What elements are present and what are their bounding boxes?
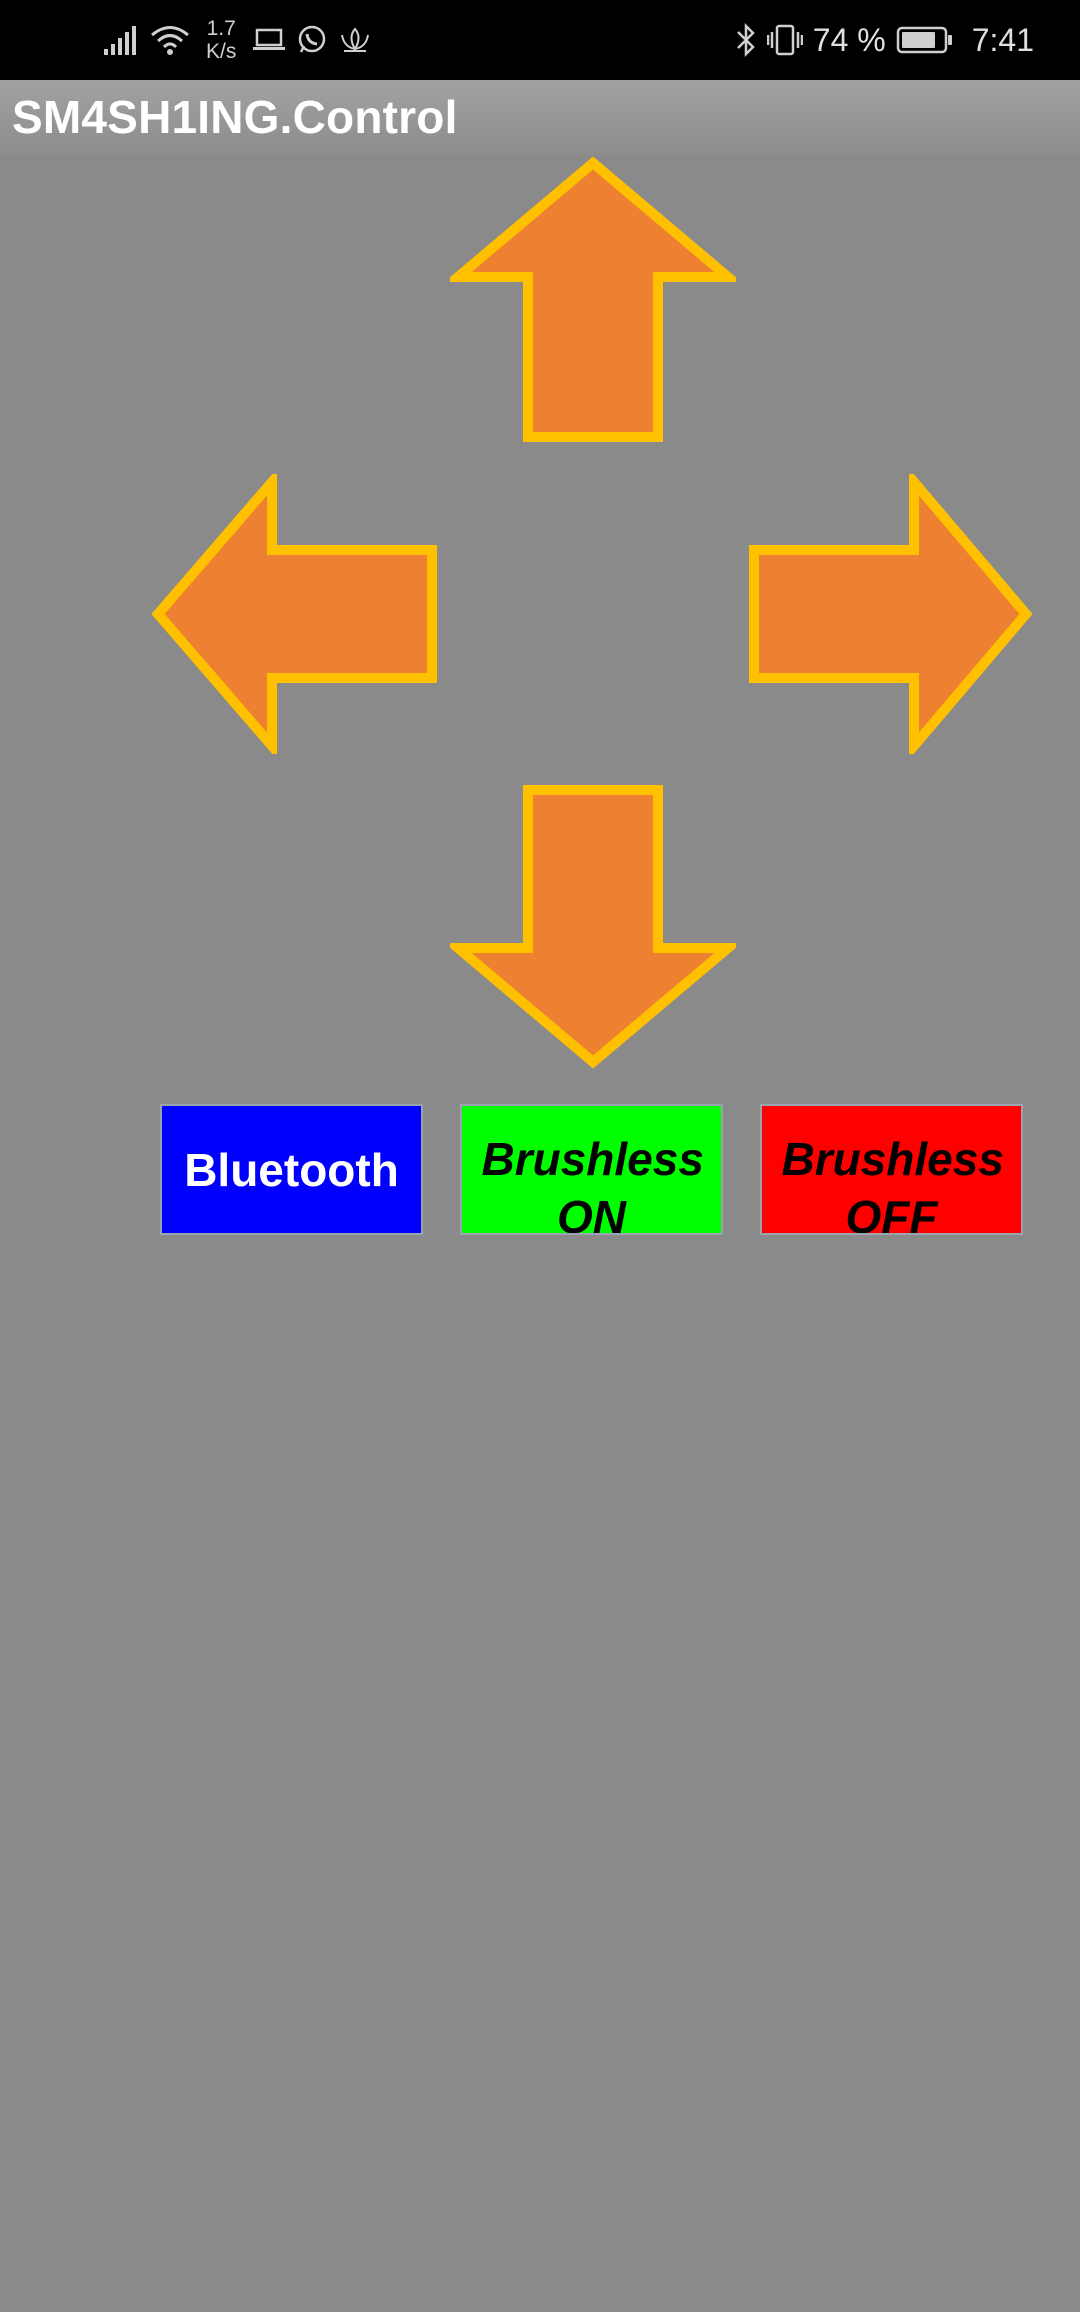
bluetooth-icon [735,23,757,57]
arrow-left-icon [151,474,437,754]
laptop-icon [252,27,286,53]
arrow-up-button[interactable] [450,155,736,445]
brushless-on-button-label: Brushless ON [481,1133,704,1235]
status-right: 74 % 7:41 [735,0,1034,80]
arrow-right-icon [749,474,1033,754]
app-title: SM4SH1ING.Control [12,91,458,143]
brushless-off-button[interactable]: Brushless OFF [760,1104,1023,1235]
arrow-down-icon [450,785,736,1069]
signal-icon [104,25,140,55]
bluetooth-button[interactable]: Bluetooth [160,1104,423,1235]
vibrate-icon [766,23,803,57]
brushless-on-button[interactable]: Brushless ON [460,1104,723,1235]
network-speed-value: 1.7 [206,17,236,40]
arrow-left-button[interactable] [150,474,440,754]
whatsapp-icon [296,24,328,56]
bluetooth-button-label: Bluetooth [184,1143,399,1196]
network-speed-unit: K/s [206,40,237,63]
arrow-down-button[interactable] [450,784,736,1070]
arrow-right-button[interactable] [748,474,1034,754]
lotus-icon [338,25,372,55]
clock: 7:41 [971,21,1034,58]
brushless-off-button-label: Brushless OFF [781,1133,1004,1235]
status-bar: 1.7 K/s [0,0,1080,80]
app-bar: SM4SH1ING.Control [0,80,1080,156]
arrow-up-icon [450,156,736,442]
battery-icon [896,25,954,55]
battery-percent: 74 % [812,21,886,58]
network-speed: 1.7 K/s [206,17,236,63]
status-left: 1.7 K/s [104,0,372,80]
wifi-icon [150,24,190,56]
